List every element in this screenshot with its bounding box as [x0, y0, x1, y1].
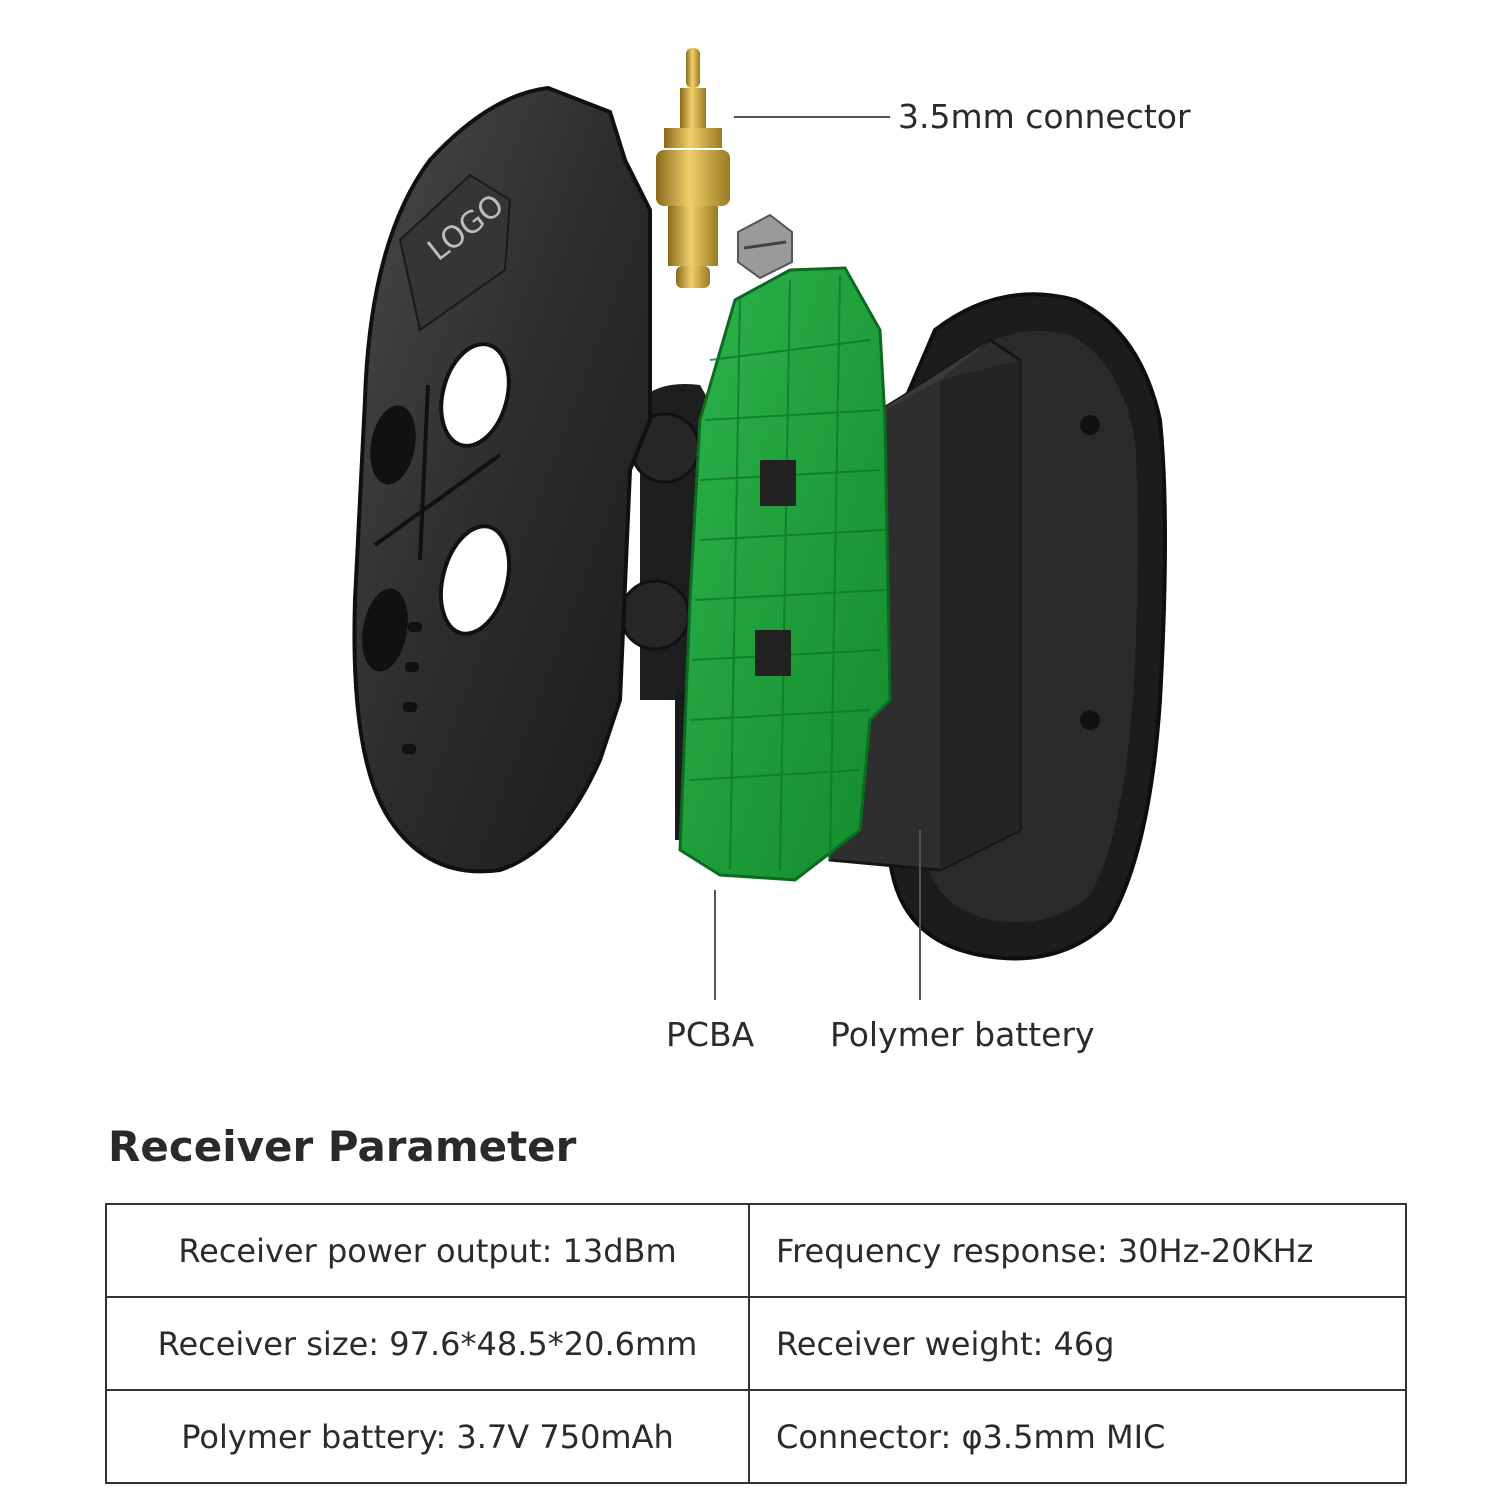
table-cell: Receiver size: 97.6*48.5*20.6mm: [105, 1296, 750, 1391]
connector-label: 3.5mm connector: [898, 97, 1191, 136]
table-cell: Polymer battery: 3.7V 750mAh: [105, 1389, 750, 1484]
front-cover: LOGO: [352, 85, 652, 874]
micro-connector: [737, 213, 793, 280]
table-cell: Connector: φ3.5mm MIC: [748, 1389, 1407, 1484]
table-row: Receiver size: 97.6*48.5*20.6mm Receiver…: [105, 1296, 1407, 1391]
pcba-label: PCBA: [666, 1015, 755, 1054]
jack-connector: [656, 48, 730, 288]
table-cell: Frequency response: 30Hz-20KHz: [748, 1203, 1407, 1298]
leader-lines: [714, 116, 921, 1000]
exploded-diagram: LOGO 3.5mm connector PCBA Polymer batter…: [352, 48, 1191, 1054]
table-row: Polymer battery: 3.7V 750mAh Connector: …: [105, 1389, 1407, 1484]
section-title: Receiver Parameter: [108, 1122, 577, 1171]
table-row: Receiver power output: 13dBm Frequency r…: [105, 1203, 1407, 1298]
table-cell: Receiver weight: 46g: [748, 1296, 1407, 1391]
parameter-table: Receiver power output: 13dBm Frequency r…: [105, 1203, 1407, 1484]
exploded-view-graphic: LOGO: [352, 48, 1167, 1000]
battery-label: Polymer battery: [830, 1015, 1095, 1054]
table-cell: Receiver power output: 13dBm: [105, 1203, 750, 1298]
pcb-board: [678, 266, 892, 882]
